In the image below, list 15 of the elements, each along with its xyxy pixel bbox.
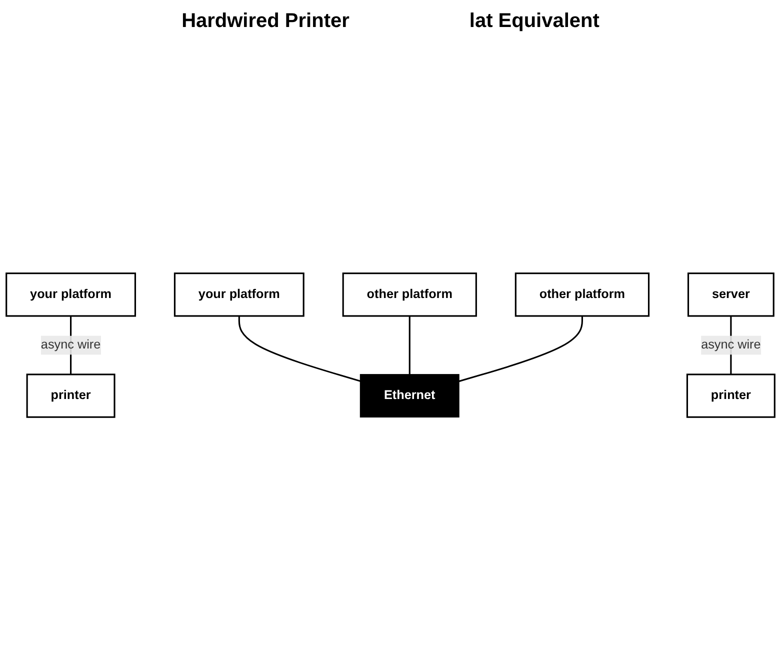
node-box: Ethernet <box>360 374 460 418</box>
node-box: your platform <box>174 272 304 318</box>
node-box: printer <box>686 374 776 418</box>
edge-label: async wire <box>701 338 761 352</box>
edge-label: async wire <box>40 338 101 352</box>
connector <box>238 316 361 382</box>
connector <box>458 316 583 382</box>
node-box: your platform <box>6 272 136 318</box>
section-heading: lat Equivalent <box>469 10 600 33</box>
node-box: other platform <box>514 272 650 318</box>
connector <box>408 316 410 375</box>
node-box: server <box>687 272 774 318</box>
node-box: printer <box>26 374 116 418</box>
section-heading: Hardwired Printer <box>182 10 350 33</box>
node-box: other platform <box>342 272 477 318</box>
